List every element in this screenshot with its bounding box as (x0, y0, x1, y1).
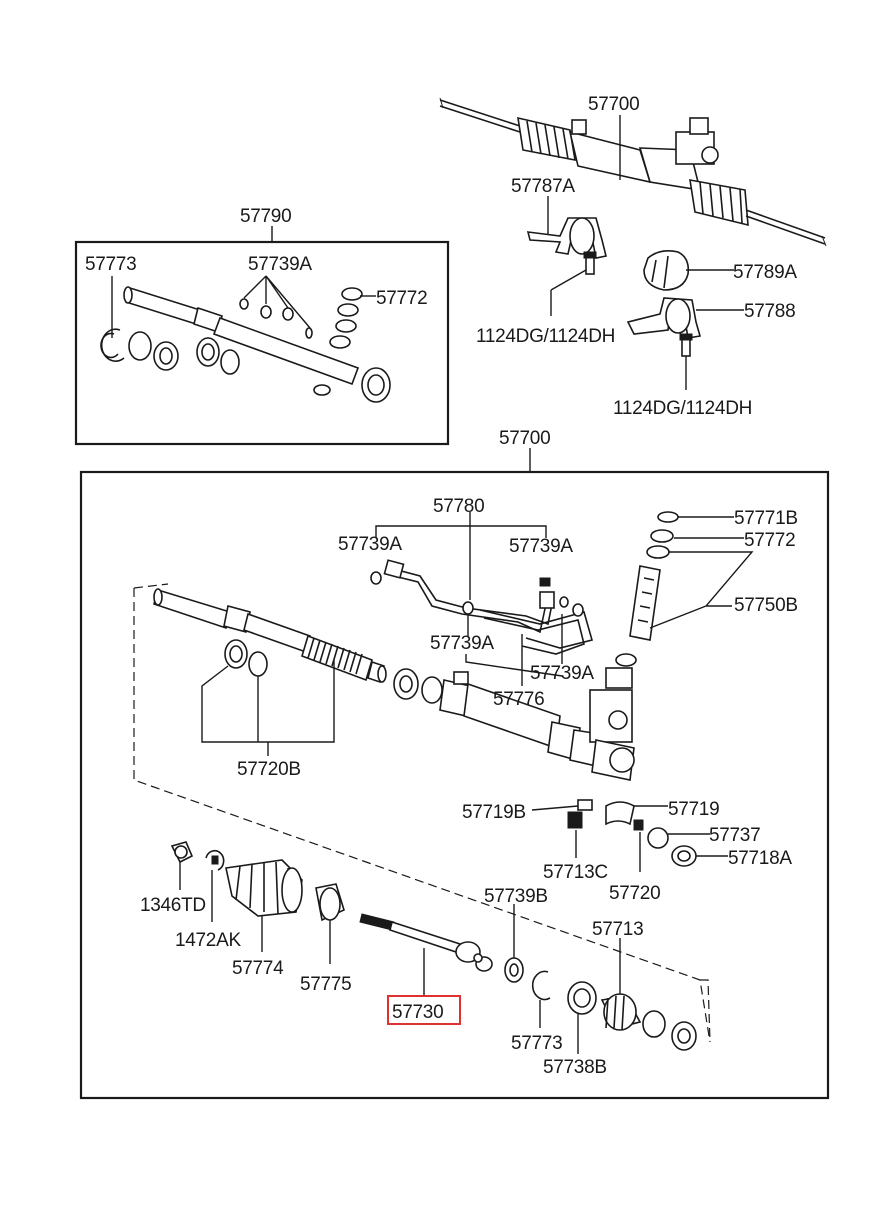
highlight-57730-box (387, 995, 461, 1025)
label-57713: 57713 (592, 919, 643, 940)
steering-gear-assembly-top (439, 97, 827, 247)
label-57739A-a: 57739A (338, 534, 402, 555)
label-57700-main: 57700 (499, 428, 550, 449)
label-1472AK: 1472AK (175, 930, 241, 951)
rings-57720B (224, 639, 268, 677)
valve-stack (615, 511, 679, 667)
label-1346TD: 1346TD (140, 895, 206, 916)
label-57776: 57776 (493, 689, 544, 710)
label-57750B: 57750B (734, 595, 798, 616)
label-57789A: 57789A (733, 262, 797, 283)
label-57718A: 57718A (728, 848, 792, 869)
label-57713C: 57713C (543, 862, 608, 883)
label-57771B: 57771B (734, 508, 798, 529)
label-57719: 57719 (668, 799, 719, 820)
label-57773-kit: 57773 (85, 254, 136, 275)
label-57772-main: 57772 (744, 530, 795, 551)
label-57720B: 57720B (237, 759, 301, 780)
inner-tie-rod-57730 (359, 913, 493, 972)
label-57780: 57780 (433, 496, 484, 517)
label-57719B: 57719B (462, 802, 526, 823)
kit-57790-parts (100, 286, 391, 403)
label-57739B: 57739B (484, 886, 548, 907)
tie-rod-boot-parts (170, 841, 345, 922)
kit-57790-frame (74, 240, 450, 446)
label-57775: 57775 (300, 974, 351, 995)
yoke-parts (567, 799, 697, 867)
label-57774: 57774 (232, 958, 284, 979)
label-1124DG-a: 1124DG/1124DH (476, 326, 615, 347)
label-57737: 57737 (709, 825, 760, 846)
bolt-1124DG-a (583, 251, 597, 275)
label-57739A-b: 57739A (509, 536, 573, 557)
label-57790: 57790 (240, 206, 291, 227)
label-57730: 57730 (392, 1002, 443, 1023)
label-57787A: 57787A (511, 176, 575, 197)
label-57720: 57720 (609, 883, 660, 904)
bracket-57787A (526, 217, 607, 259)
label-57738B: 57738B (543, 1057, 607, 1078)
label-57772-kit: 57772 (376, 288, 427, 309)
label-57739A-kit: 57739A (248, 254, 312, 275)
label-57788: 57788 (744, 301, 795, 322)
bracket-57788 (626, 297, 702, 339)
label-57739A-d: 57739A (530, 663, 594, 684)
label-1124DG-b: 1124DG/1124DH (613, 398, 752, 419)
mount-57789A (643, 250, 690, 291)
label-57739A-c: 57739A (430, 633, 494, 654)
rack-and-housing (153, 588, 635, 781)
label-57700-top: 57700 (588, 94, 639, 115)
main-57700-frame (79, 470, 830, 1100)
label-57773-main: 57773 (511, 1033, 562, 1054)
bolt-1124DG-b (679, 333, 693, 357)
o-rings-57739A (370, 571, 584, 617)
